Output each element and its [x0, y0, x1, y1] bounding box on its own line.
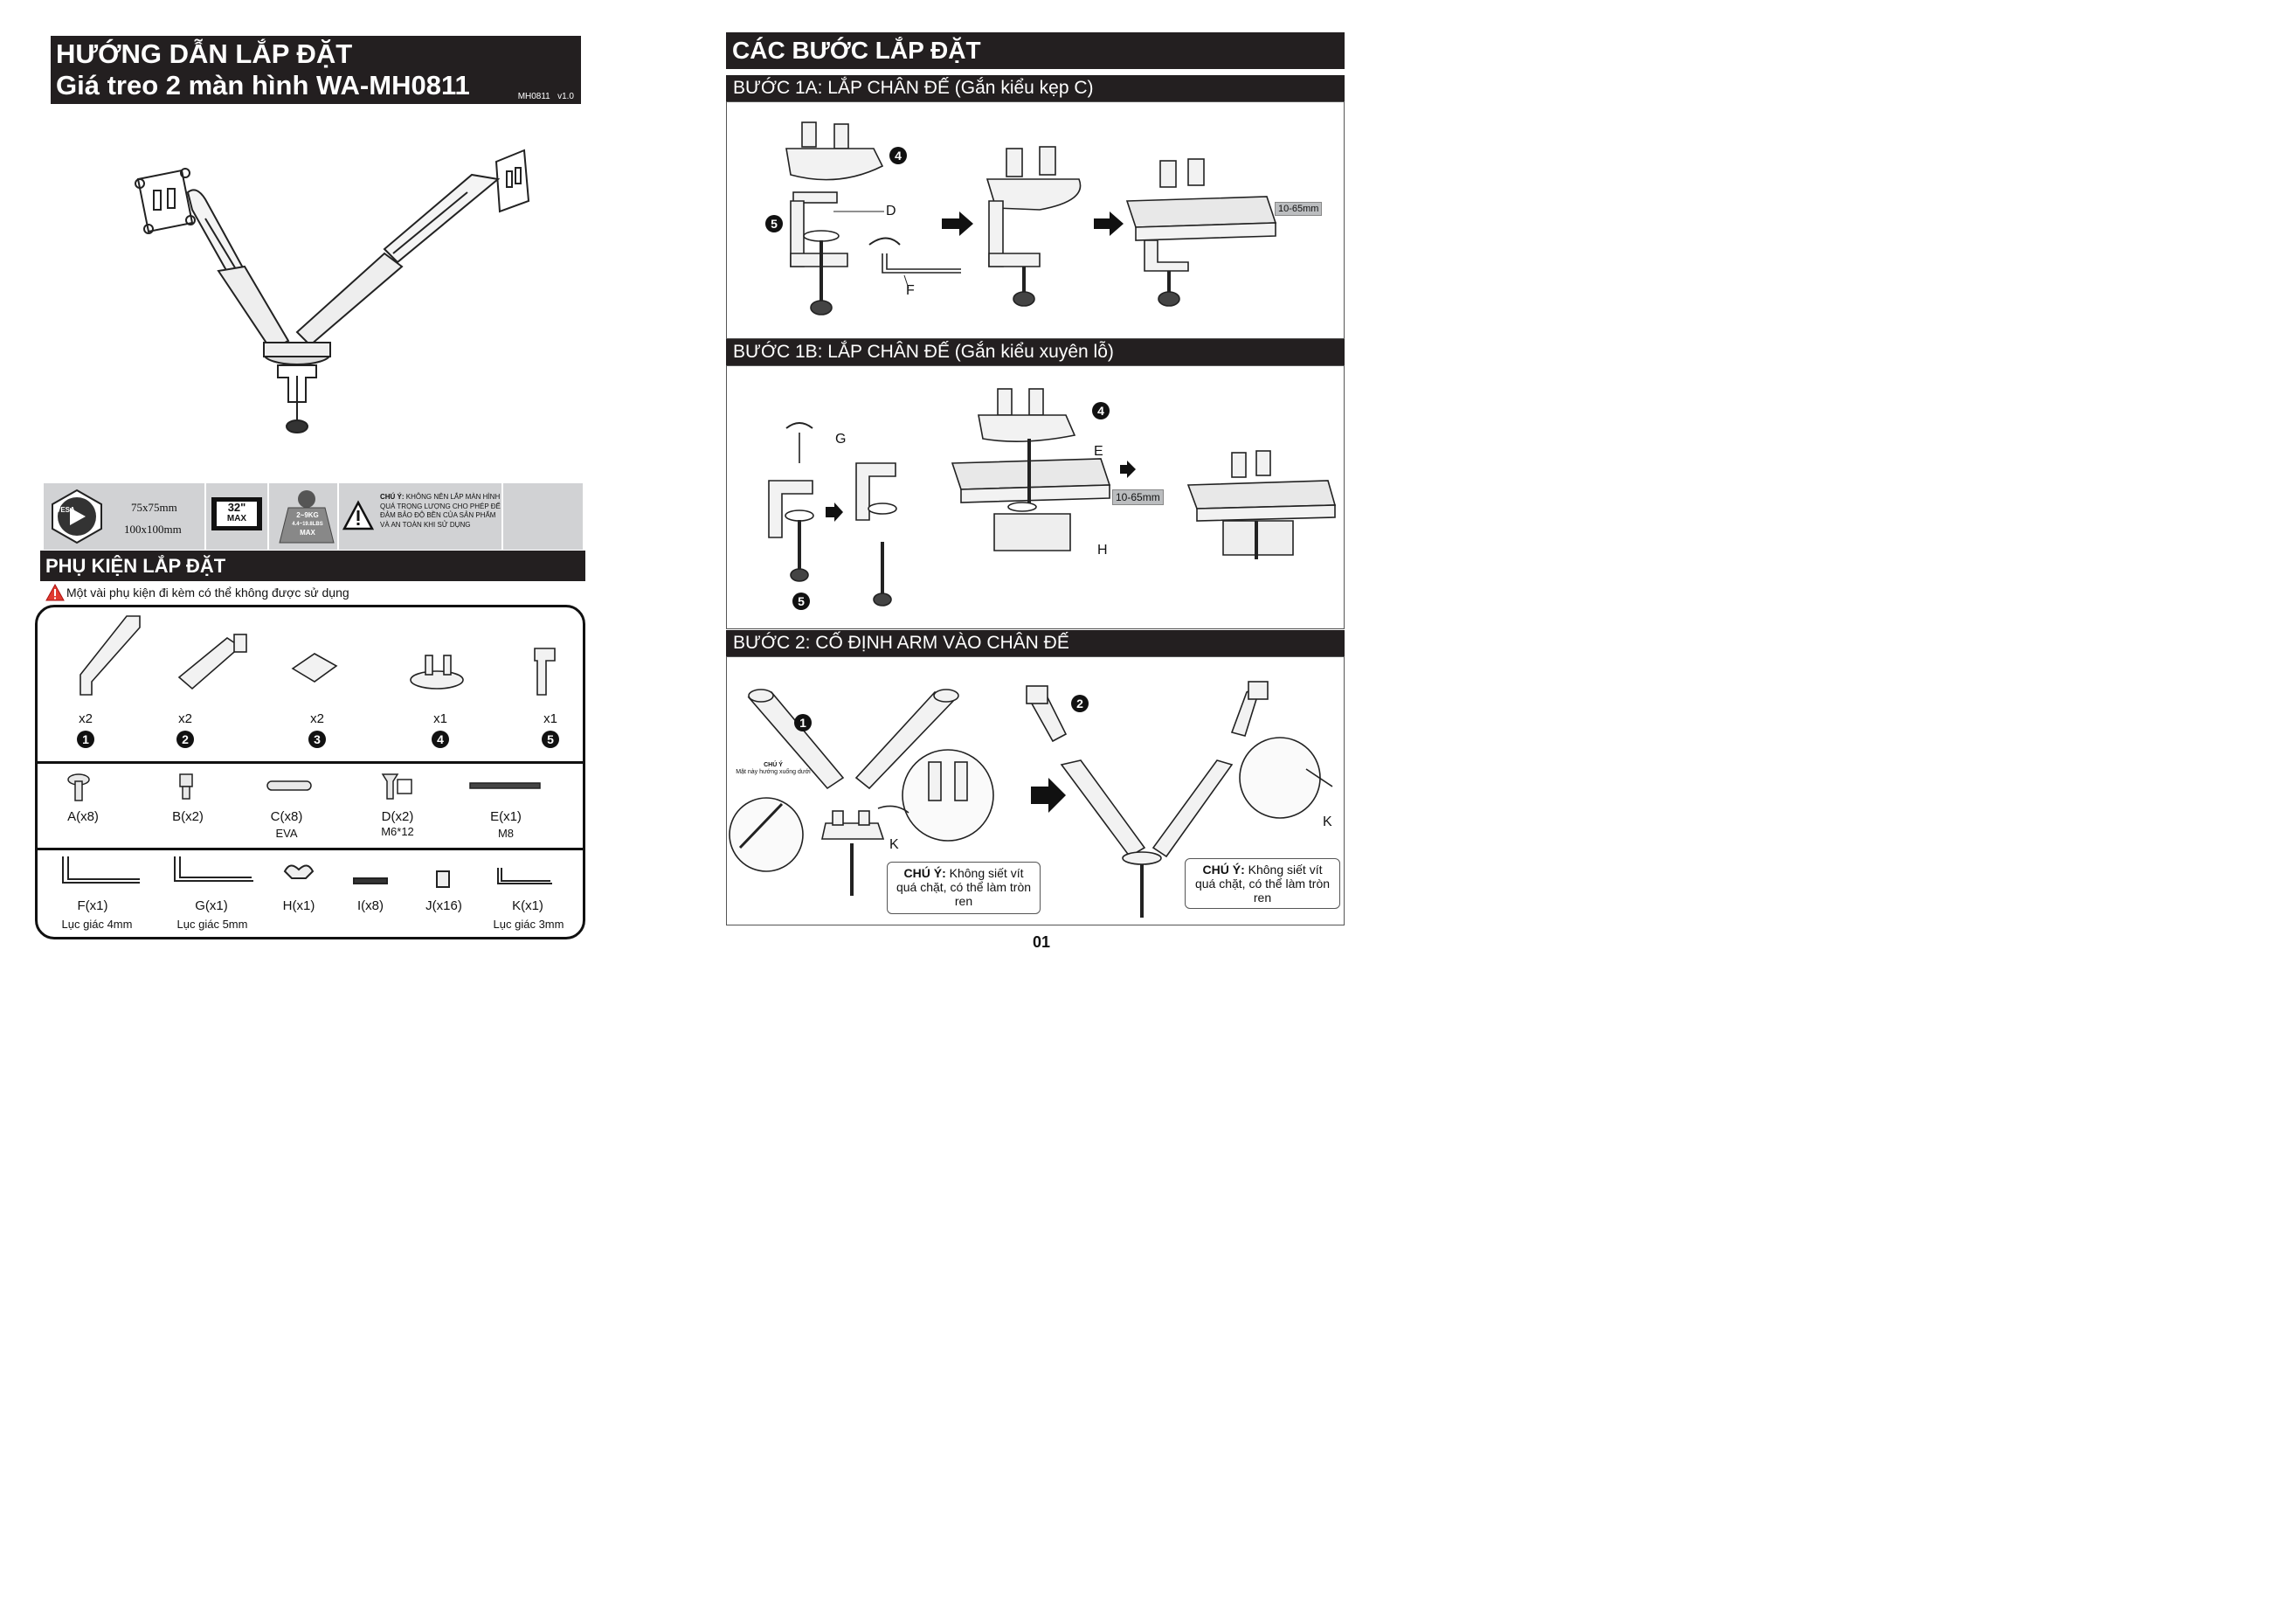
part-2-badge: 2 — [176, 731, 194, 748]
vesa-plate-3 — [291, 653, 338, 683]
step1b-diagram — [768, 388, 1337, 607]
arm-part-1 — [80, 615, 141, 696]
hardware-e-sub: M8 — [497, 827, 515, 840]
specs-band: VESA 75x75mm 100x100mm 32" MAX 2~9KG 4.4… — [44, 483, 583, 550]
step1b-callout-5: 5 — [792, 593, 810, 610]
hardware-f-label: F(x1) — [77, 898, 108, 913]
page-number: 01 — [1033, 933, 1051, 951]
vesa-size-75: 75x75mm — [131, 501, 177, 514]
product-title: Giá treo 2 màn hình WA-MH0811 — [56, 70, 470, 101]
step1a-callout-5: 5 — [765, 215, 783, 232]
product-illustration — [135, 149, 530, 433]
hardware-b-label: B(x2) — [172, 809, 204, 824]
part-4-qty: x1 — [433, 711, 447, 726]
part-1-qty: x2 — [79, 711, 93, 726]
hardware-g-label: G(x1) — [195, 898, 228, 913]
part-3-qty: x2 — [310, 711, 324, 726]
part-4-badge: 4 — [432, 731, 449, 748]
main-parts-drawings — [80, 615, 556, 696]
warning-icon — [342, 500, 375, 530]
clamp-part-5 — [534, 648, 556, 696]
page-title: HƯỚNG DẪN LẮP ĐẶT — [56, 38, 353, 69]
accessories-note: Một vài phụ kiện đi kèm có thể không đượ… — [66, 586, 349, 600]
hardware-j-label: J(x16) — [425, 898, 462, 913]
step1a-callout-4: 4 — [889, 147, 907, 164]
hardware-f-sub: Lục giác 4mm — [61, 918, 133, 931]
step1b-callout-4: 4 — [1092, 402, 1110, 419]
step1a-title: BƯỚC 1A: LẮP CHÂN ĐẾ (Gắn kiểu kẹp C) — [726, 75, 1345, 101]
doc-code: MH0811 v1.0 — [517, 92, 574, 101]
weight-icon — [279, 490, 335, 544]
vesa-badge-icon — [52, 489, 102, 544]
vesa-size-100: 100x100mm — [124, 523, 182, 536]
step2-note-right: CHÚ Ý: Không siết vít quá chặt, có thể l… — [1185, 858, 1340, 909]
step1b-callout-h: H — [1097, 543, 1108, 558]
part-2-qty: x2 — [178, 711, 192, 726]
hardware-e-label: E(x1) — [490, 809, 522, 824]
vesa-badge-text: VESA — [56, 506, 75, 514]
screen-size: 32" — [227, 501, 246, 514]
arm-part-2 — [177, 637, 242, 690]
step1b-callout-e: E — [1094, 444, 1103, 459]
title-banner: HƯỚNG DẪN LẮP ĐẶT Giá treo 2 màn hình WA… — [51, 36, 581, 104]
weight-spec: 2~9KG 4.4~19.8LBS MAX — [292, 511, 323, 537]
part-5-badge: 5 — [542, 731, 559, 748]
step2-callout-k-right: K — [1323, 814, 1332, 829]
step2-title: BƯỚC 2: CỐ ĐỊNH ARM VÀO CHÂN ĐẾ — [726, 630, 1345, 656]
steps-header: CÁC BƯỚC LẮP ĐẶT — [726, 32, 1345, 69]
monitor-size-icon: 32" MAX — [211, 497, 262, 530]
part-3-badge: 3 — [308, 731, 326, 748]
screen-max: MAX — [226, 514, 247, 523]
hardware-row2-drawings — [62, 856, 552, 888]
accessories-panel — [35, 605, 585, 939]
hardware-d-label: D(x2) — [381, 809, 414, 824]
step1b-callout-g: G — [835, 432, 847, 447]
hardware-k-sub: Lục giác 3mm — [493, 918, 564, 931]
step2-callout-k: K — [889, 837, 899, 852]
hardware-d-sub: M6*12 — [381, 825, 414, 838]
hardware-a-label: A(x8) — [67, 809, 99, 824]
hardware-g-sub: Lục giác 5mm — [176, 918, 248, 931]
warning-icon — [45, 583, 65, 601]
step2-note-left: CHÚ Ý: Không siết vít quá chặt, có thể l… — [887, 862, 1041, 914]
hardware-h-label: H(x1) — [282, 898, 315, 913]
step2-callout-1: 1 — [794, 714, 812, 731]
part-1-badge: 1 — [77, 731, 94, 748]
step1a-dimension: 10-65mm — [1275, 202, 1323, 216]
accessories-header: PHỤ KIỆN LẮP ĐẶT — [40, 551, 585, 581]
step1a-callout-f: F — [906, 283, 915, 298]
hardware-row1-drawings — [67, 773, 541, 801]
hardware-c-label: C(x8) — [270, 809, 303, 824]
hardware-c-sub: EVA — [275, 827, 298, 840]
weight-warning: CHÚ Ý: KHÔNG NÊN LẮP MÀN HÌNH QUÁ TRỌNG … — [380, 493, 501, 529]
step1a-diagram — [785, 121, 1277, 315]
part-5-qty: x1 — [543, 711, 557, 726]
step2-callout-2: 2 — [1071, 695, 1089, 712]
step2-diagram — [729, 681, 1333, 918]
step1a-callout-d: D — [886, 204, 896, 218]
step1b-dimension: 10-65mm — [1112, 489, 1164, 505]
hardware-k-label: K(x1) — [512, 898, 543, 913]
base-part-4 — [410, 670, 464, 690]
step1b-title: BƯỚC 1B: LẮP CHÂN ĐẾ (Gắn kiểu xuyên lỗ) — [726, 339, 1345, 365]
hardware-i-label: I(x8) — [357, 898, 384, 913]
